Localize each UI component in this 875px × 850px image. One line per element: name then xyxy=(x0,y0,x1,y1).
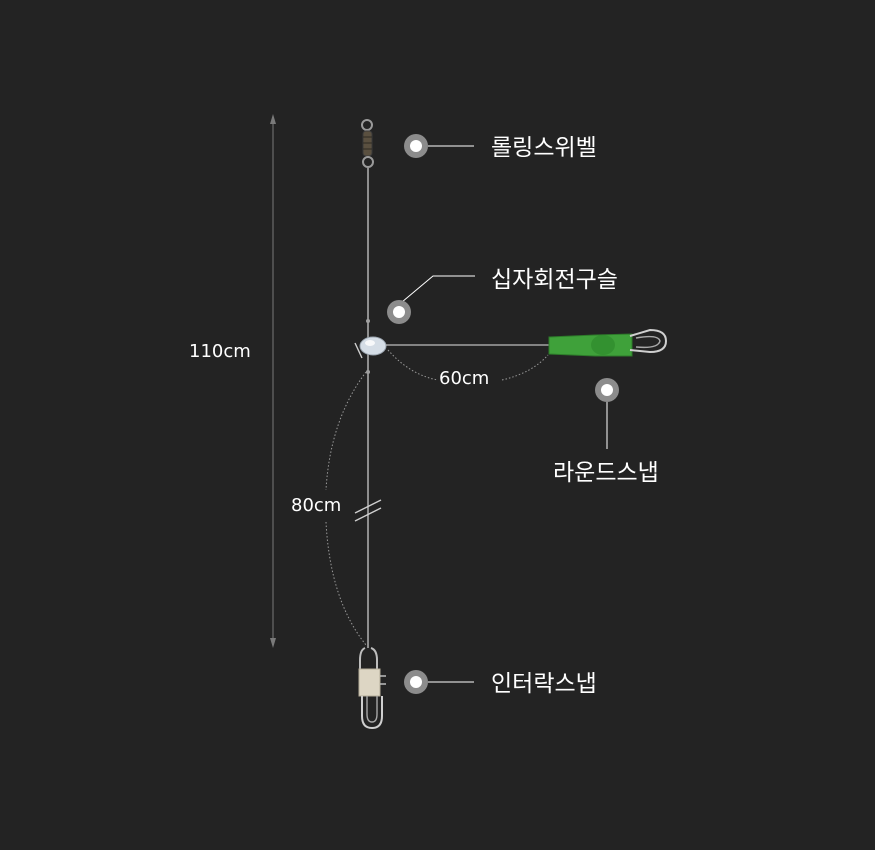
interlock-snap-icon xyxy=(358,647,386,730)
cross-bead-marker xyxy=(387,300,411,324)
branch-length-arc-right xyxy=(501,354,549,381)
branch-length-label: 60cm xyxy=(439,368,490,389)
total-length-arrow xyxy=(270,114,276,648)
cross-bead-icon xyxy=(354,336,387,359)
lower-length-label: 80cm xyxy=(291,495,342,516)
cross-bead-label: 십자회전구슬 xyxy=(491,267,618,293)
break-symbol-icon xyxy=(354,499,382,522)
knot-lower-icon xyxy=(366,370,370,374)
round-snap-marker xyxy=(595,378,619,402)
leader-cross xyxy=(401,275,475,303)
branch-length-arc xyxy=(387,349,439,381)
round-snap-icon xyxy=(548,328,668,357)
interlock-snap-label: 인터락스냅 xyxy=(491,671,597,697)
rolling-swivel-marker xyxy=(404,134,428,158)
knot-upper-icon xyxy=(366,319,370,323)
rolling-swivel-icon xyxy=(361,119,374,168)
lower-length-arc xyxy=(325,371,367,491)
interlock-snap-marker xyxy=(404,670,428,694)
round-snap-label: 라운드스냅 xyxy=(553,460,659,486)
total-length-label: 110cm xyxy=(189,341,251,362)
rolling-swivel-label: 롤링스위벨 xyxy=(491,135,597,161)
lower-length-arc-bottom xyxy=(325,521,367,646)
